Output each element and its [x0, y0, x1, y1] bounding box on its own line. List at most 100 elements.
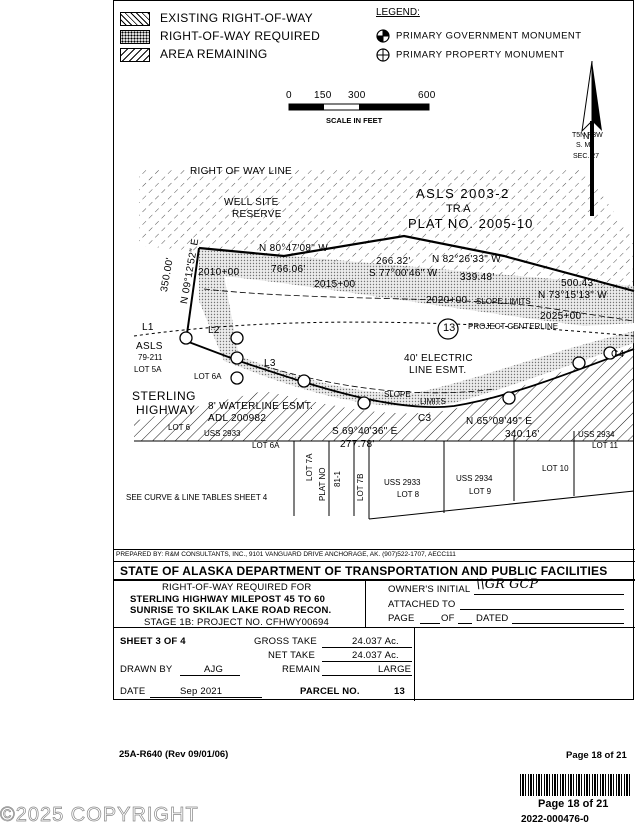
- remain-value: LARGE: [378, 664, 412, 675]
- date-value: Sep 2021: [180, 686, 223, 697]
- owner-initial-label: OWNER'S INITIAL: [388, 584, 471, 595]
- slope-label-2: SLOPE: [384, 390, 411, 399]
- well-site-label: WELL SITE: [224, 197, 279, 208]
- lot-6a-label: LOT 6A: [252, 441, 280, 450]
- township-label: T5N R3W: [572, 132, 603, 139]
- station-2020: 2020+00: [426, 295, 468, 306]
- lot-6-label: LOT 6: [168, 423, 191, 432]
- plat-no-label: PLAT NO: [318, 467, 327, 502]
- svg-text:N: N: [583, 131, 590, 141]
- bearing-5: S 69°40'36" E: [332, 426, 398, 437]
- project-centerline-label: PROJECT CENTERLINE: [468, 322, 559, 331]
- barcode: [520, 774, 632, 796]
- curve-c4: C4: [611, 349, 625, 360]
- scale-label: SCALE IN FEET: [326, 116, 383, 125]
- distance-5: 277.78': [340, 439, 375, 450]
- parcel-number-label: 13: [443, 322, 456, 334]
- parcel-no-label: PARCEL NO.: [300, 686, 360, 697]
- lot-7b-label: LOT 7B: [356, 473, 365, 501]
- stage-project-no: STAGE 1B: PROJECT NO. CFHWY00694: [144, 617, 330, 628]
- date-label: DATE: [120, 686, 146, 697]
- sheet-number: SHEET 3 OF 4: [120, 636, 186, 647]
- bearing-3: S 77°00'46" W: [369, 268, 438, 279]
- curve-c3: C3: [418, 413, 432, 424]
- dated-label: DATED: [476, 613, 509, 624]
- legend-prop-monument: PRIMARY PROPERTY MONUMENT: [376, 48, 565, 62]
- line-l1: L1: [142, 322, 154, 333]
- uss-2933-label: USS 2933: [384, 478, 421, 487]
- legend-remaining-label: AREA REMAINING: [160, 47, 268, 61]
- station-2010: 2010+00: [198, 267, 240, 278]
- lot-8-label: LOT 8: [397, 490, 420, 499]
- reserve-label: RESERVE: [232, 209, 282, 220]
- uss-2934-east-label: USS 2934: [578, 430, 615, 439]
- drawn-by-value: AJG: [204, 664, 224, 675]
- tract-label: TR A: [446, 203, 471, 215]
- prop-monument-label: PRIMARY PROPERTY MONUMENT: [396, 49, 565, 61]
- lot-11-label: LOT 11: [592, 441, 618, 450]
- legend-remaining-row: AREA REMAINING: [120, 47, 268, 62]
- bearing-2: N 82°26'33" W: [432, 254, 501, 265]
- legend-existing-label: EXISTING RIGHT-OF-WAY: [160, 11, 313, 25]
- line-l2: L2: [208, 325, 220, 336]
- asls-79-number: 79-211: [138, 353, 163, 362]
- attached-to-label: ATTACHED TO: [388, 599, 456, 610]
- distance-3: 766.06': [271, 264, 306, 275]
- distance-4: 339.48': [460, 272, 495, 283]
- remain-label: REMAIN: [282, 664, 321, 675]
- of-label: OF: [441, 613, 455, 624]
- lot-5a-label: LOT 5A: [134, 365, 162, 374]
- owner-signature: \\GR GCP: [476, 577, 539, 592]
- scale-tick-150: 150: [314, 90, 332, 101]
- drawn-by-label: DRAWN BY: [120, 664, 173, 675]
- slope-limits-label-1: SLOPE LIMITS: [476, 297, 531, 306]
- row-required-for: RIGHT-OF-WAY REQUIRED FOR: [162, 582, 312, 593]
- net-take-value: 24.037 Ac.: [352, 650, 399, 661]
- area-remaining-swatch: [120, 47, 150, 62]
- lot-10-label: LOT 10: [542, 464, 569, 473]
- distance-6: 340.16': [505, 429, 540, 440]
- bearing-6: N 65°09'49" E: [466, 416, 533, 427]
- scale-tick-0: 0: [286, 90, 292, 101]
- adl-label: ADL 200982: [208, 413, 267, 424]
- document-number: 2022-000476-0: [521, 814, 589, 825]
- section-label: SEC. 27: [573, 153, 600, 160]
- scale-tick-300: 300: [348, 90, 366, 101]
- scale-bar: [288, 103, 430, 111]
- plat-sheet: EXISTING RIGHT-OF-WAY RIGHT-OF-WAY REQUI…: [113, 0, 635, 701]
- legend-required-row: RIGHT-OF-WAY REQUIRED: [120, 29, 320, 44]
- lot-6a-west-label: LOT 6A: [194, 372, 222, 381]
- uss-2934-label: USS 2934: [456, 474, 493, 483]
- agency-title: STATE OF ALASKA DEPARTMENT OF TRANSPORTA…: [120, 564, 608, 578]
- row-line-label: RIGHT OF WAY LINE: [190, 166, 292, 177]
- project-line-2: SUNRISE TO SKILAK LAKE ROAD RECON.: [130, 605, 332, 616]
- distance-1: 266.32': [376, 256, 411, 267]
- line-l3: L3: [264, 358, 276, 369]
- gov-monument-label: PRIMARY GOVERNMENT MONUMENT: [396, 30, 582, 42]
- electric-esmt-label: 40' ELECTRIC: [404, 353, 473, 364]
- row-required-swatch: [120, 29, 150, 44]
- parcel-no-value: 13: [394, 686, 405, 697]
- station-2025: 2025+00: [540, 311, 582, 322]
- legend-title: LEGEND:: [376, 7, 420, 18]
- gross-take-value: 24.037 Ac.: [352, 636, 399, 647]
- north-arrow-icon: N: [581, 61, 602, 216]
- plat-81-1-label: 81-1: [333, 470, 342, 487]
- lot-9-label: LOT 9: [469, 487, 492, 496]
- asls-label: ASLS 2003-2: [416, 186, 510, 201]
- project-line-1: STERLING HIGHWAY MILEPOST 45 TO 60: [130, 594, 326, 605]
- copyright-watermark: ©2025 COPYRIGHT: [0, 804, 199, 826]
- scale-tick-600: 600: [418, 90, 436, 101]
- gross-take-label: GROSS TAKE: [254, 636, 317, 647]
- meridian-label: S. M.: [576, 142, 593, 149]
- legend-required-label: RIGHT-OF-WAY REQUIRED: [160, 29, 321, 43]
- existing-row-swatch: [120, 11, 150, 26]
- asls-79-label: ASLS: [136, 341, 163, 352]
- parcel-map: [133, 169, 635, 520]
- plat-label: PLAT NO. 2005-10: [408, 216, 534, 231]
- gov-monument-icon: [376, 29, 390, 43]
- form-number: 25A-R640 (Rev 09/01/06): [119, 749, 229, 760]
- legend-gov-monument: PRIMARY GOVERNMENT MONUMENT: [376, 29, 582, 43]
- net-take-label: NET TAKE: [268, 650, 316, 661]
- page-label: PAGE: [388, 613, 415, 624]
